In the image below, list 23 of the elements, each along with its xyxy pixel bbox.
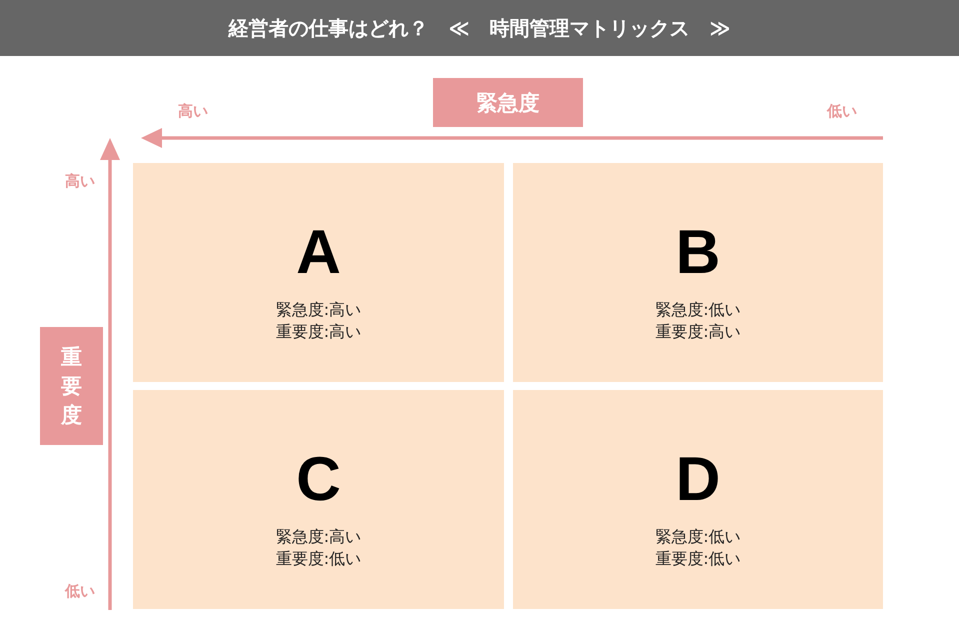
quadrant-text: 重要度:低い	[655, 548, 741, 570]
quadrant-text: 重要度:低い	[276, 548, 362, 570]
axis-title: 緊急度	[433, 78, 583, 127]
axis-end-label: 高い	[65, 171, 95, 191]
quadrant-text: 重要度:高い	[655, 321, 741, 343]
quadrant-letter: A	[296, 218, 341, 288]
quadrant-panel	[513, 163, 883, 382]
axis-title: 重要度	[40, 327, 103, 445]
axis-end-label: 高い	[178, 101, 208, 121]
quadrant-text: 緊急度:低い	[655, 299, 741, 321]
quadrant-letter: C	[296, 445, 341, 515]
axis-end-label: 低い	[827, 101, 857, 121]
quadrant-letter: D	[676, 445, 720, 515]
quadrant-text: 重要度:高い	[276, 321, 362, 343]
quadrant-text: 緊急度:高い	[276, 526, 362, 548]
quadrant-panel	[133, 163, 504, 382]
quadrant-letter: B	[676, 218, 720, 288]
quadrant-panel	[513, 390, 883, 609]
quadrant-text: 緊急度:低い	[655, 526, 741, 548]
quadrant-panel	[133, 390, 504, 609]
title-text: 経営者の仕事はどれ？ ≪ 時間管理マトリックス ≫	[228, 15, 730, 41]
quadrant-text: 緊急度:高い	[276, 299, 362, 321]
axis-end-label: 低い	[65, 581, 95, 601]
